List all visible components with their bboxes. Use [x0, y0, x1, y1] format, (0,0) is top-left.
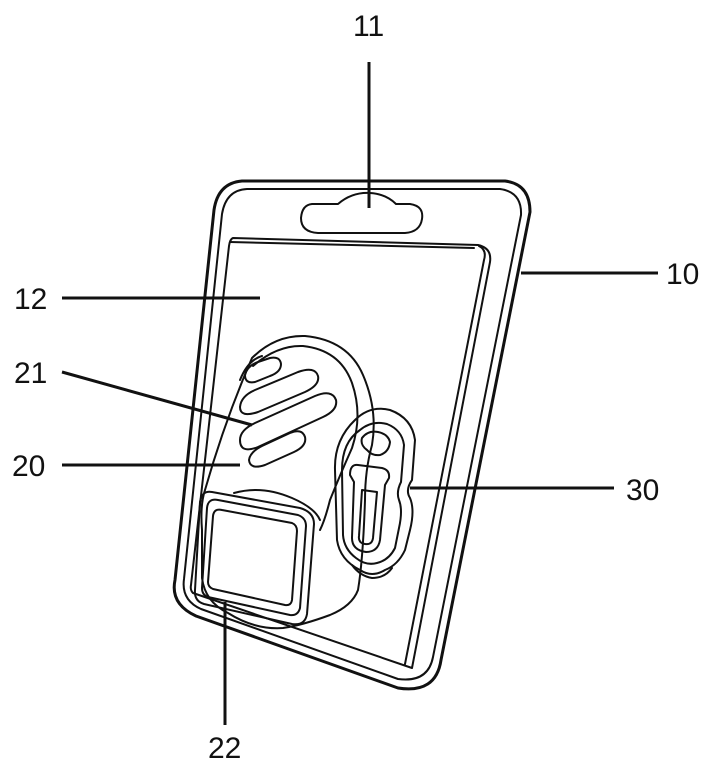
label-21: 21	[14, 357, 47, 390]
leader-lines	[61, 62, 658, 725]
clip	[333, 407, 416, 579]
label-22: 22	[208, 732, 241, 765]
window-plate	[193, 490, 315, 626]
label-20: 20	[12, 450, 45, 483]
label-11: 11	[353, 10, 384, 43]
leader-21	[61, 370, 253, 427]
label-30: 30	[626, 474, 659, 507]
device-body	[200, 334, 375, 630]
reference-numerals: 11 10 12 21 20 30 22	[12, 10, 699, 765]
grip-ribs	[239, 356, 338, 468]
label-10: 10	[666, 258, 699, 291]
backing-card	[172, 179, 532, 691]
blister-tray	[189, 237, 492, 669]
hang-hole	[300, 191, 424, 234]
label-12: 12	[14, 283, 47, 316]
